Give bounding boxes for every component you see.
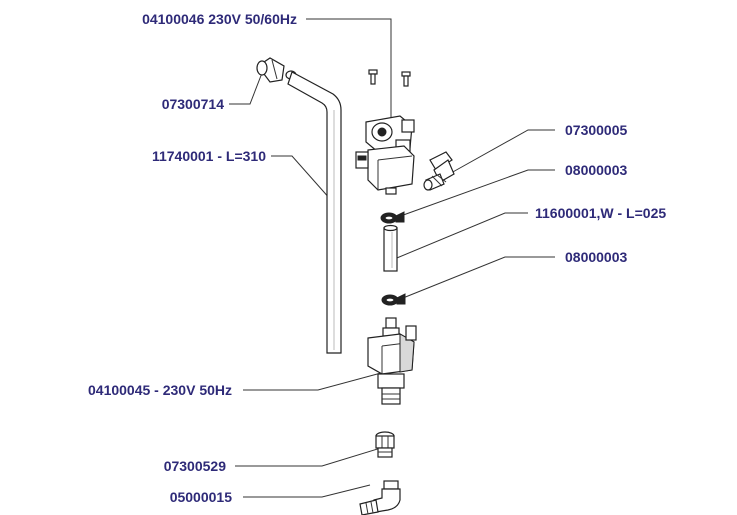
leader-clamp-upper (394, 169, 555, 219)
leader-sleeve (391, 212, 528, 261)
leader-lines (229, 18, 555, 498)
valve-top-part (355, 115, 415, 195)
angle-fitting-part (359, 480, 401, 515)
label-hose-connector: 07300005 (565, 122, 628, 138)
label-valve-top: 04100046 230V 50/60Hz (142, 11, 297, 27)
leader-hose-connector (450, 129, 555, 174)
leader-valve-bottom (243, 372, 382, 391)
screw-right (401, 71, 411, 87)
nut-fitting-part (375, 431, 395, 458)
leader-valve-top (306, 18, 392, 128)
label-clamp-lower: 08000003 (565, 249, 628, 265)
sleeve-part (383, 224, 398, 272)
leader-tube (271, 155, 332, 201)
label-elbow-fitting: 07300714 (162, 96, 225, 112)
label-sleeve: 11600001,W - L=025 (535, 205, 666, 221)
hose-connector-part (423, 151, 455, 191)
leader-elbow-fitting (229, 72, 263, 105)
clamp-upper-part (380, 211, 405, 224)
clamp-lower-part (381, 293, 406, 306)
label-angle-fitting: 05000015 (170, 489, 233, 505)
tube-part (287, 71, 342, 354)
label-valve-bottom: 04100045 - 230V 50Hz (88, 382, 232, 398)
label-nut-fitting: 07300529 (164, 458, 227, 474)
leader-clamp-lower (392, 256, 555, 303)
part-labels: 04100046 230V 50/60Hz 07300714 11740001 … (88, 11, 666, 505)
label-clamp-upper: 08000003 (565, 162, 628, 178)
valve-bottom-part (367, 317, 417, 405)
label-tube: 11740001 - L=310 (152, 148, 266, 164)
leader-nut-fitting (235, 446, 385, 467)
leader-angle-fitting (243, 484, 371, 498)
screw-left (368, 69, 378, 85)
